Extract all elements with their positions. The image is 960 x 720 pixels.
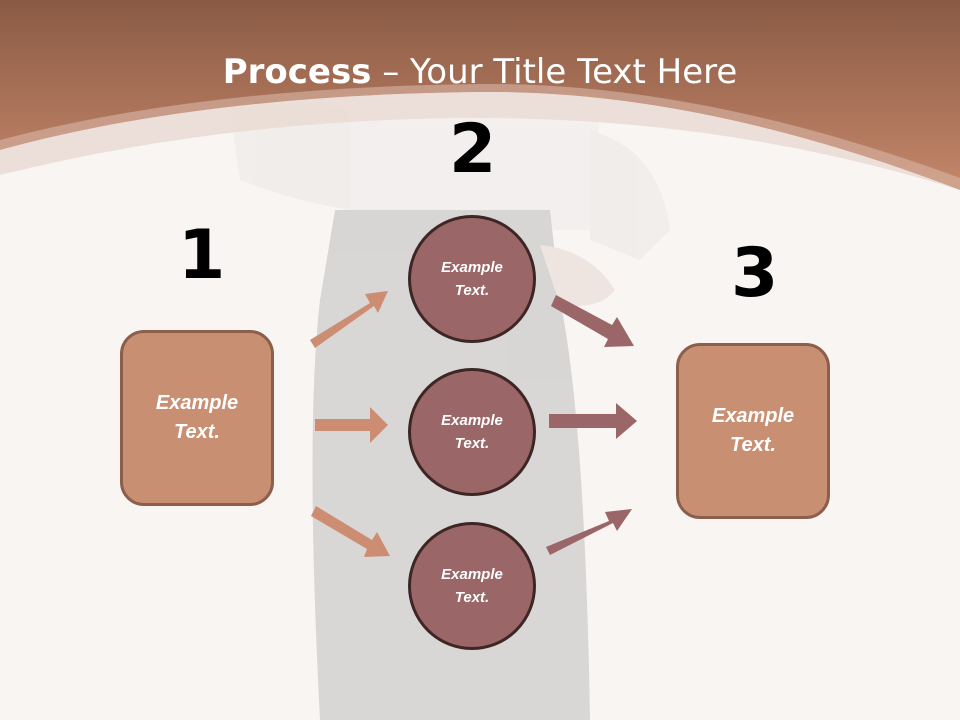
circle-top[interactable]: Example Text. <box>408 215 536 343</box>
title-rest: – Your Title Text Here <box>371 52 738 92</box>
arrow-right-down <box>551 295 634 347</box>
circle-middle-text: Example Text. <box>441 411 503 452</box>
circle-top-text: Example Text. <box>441 258 503 299</box>
left-box-text: Example Text. <box>155 392 239 443</box>
slide-title: Process – Your Title Text Here <box>0 52 960 92</box>
circle-bottom[interactable]: Example Text. <box>408 522 536 650</box>
step-number-3: 3 <box>731 234 779 313</box>
title-bold: Process <box>222 52 372 92</box>
arrow-left-middle <box>315 407 388 443</box>
step-number-1: 1 <box>178 216 226 295</box>
arrow-left-down <box>311 506 390 557</box>
circle-middle[interactable]: Example Text. <box>408 368 536 496</box>
arrow-right-up <box>546 509 632 555</box>
right-box[interactable]: Example Text. <box>676 343 830 519</box>
right-box-text: Example Text. <box>711 405 795 456</box>
left-box[interactable]: Example Text. <box>120 330 274 506</box>
arrow-right-middle <box>549 403 637 439</box>
circle-bottom-text: Example Text. <box>441 565 503 606</box>
arrow-left-up <box>310 291 388 348</box>
step-number-2: 2 <box>449 110 497 189</box>
